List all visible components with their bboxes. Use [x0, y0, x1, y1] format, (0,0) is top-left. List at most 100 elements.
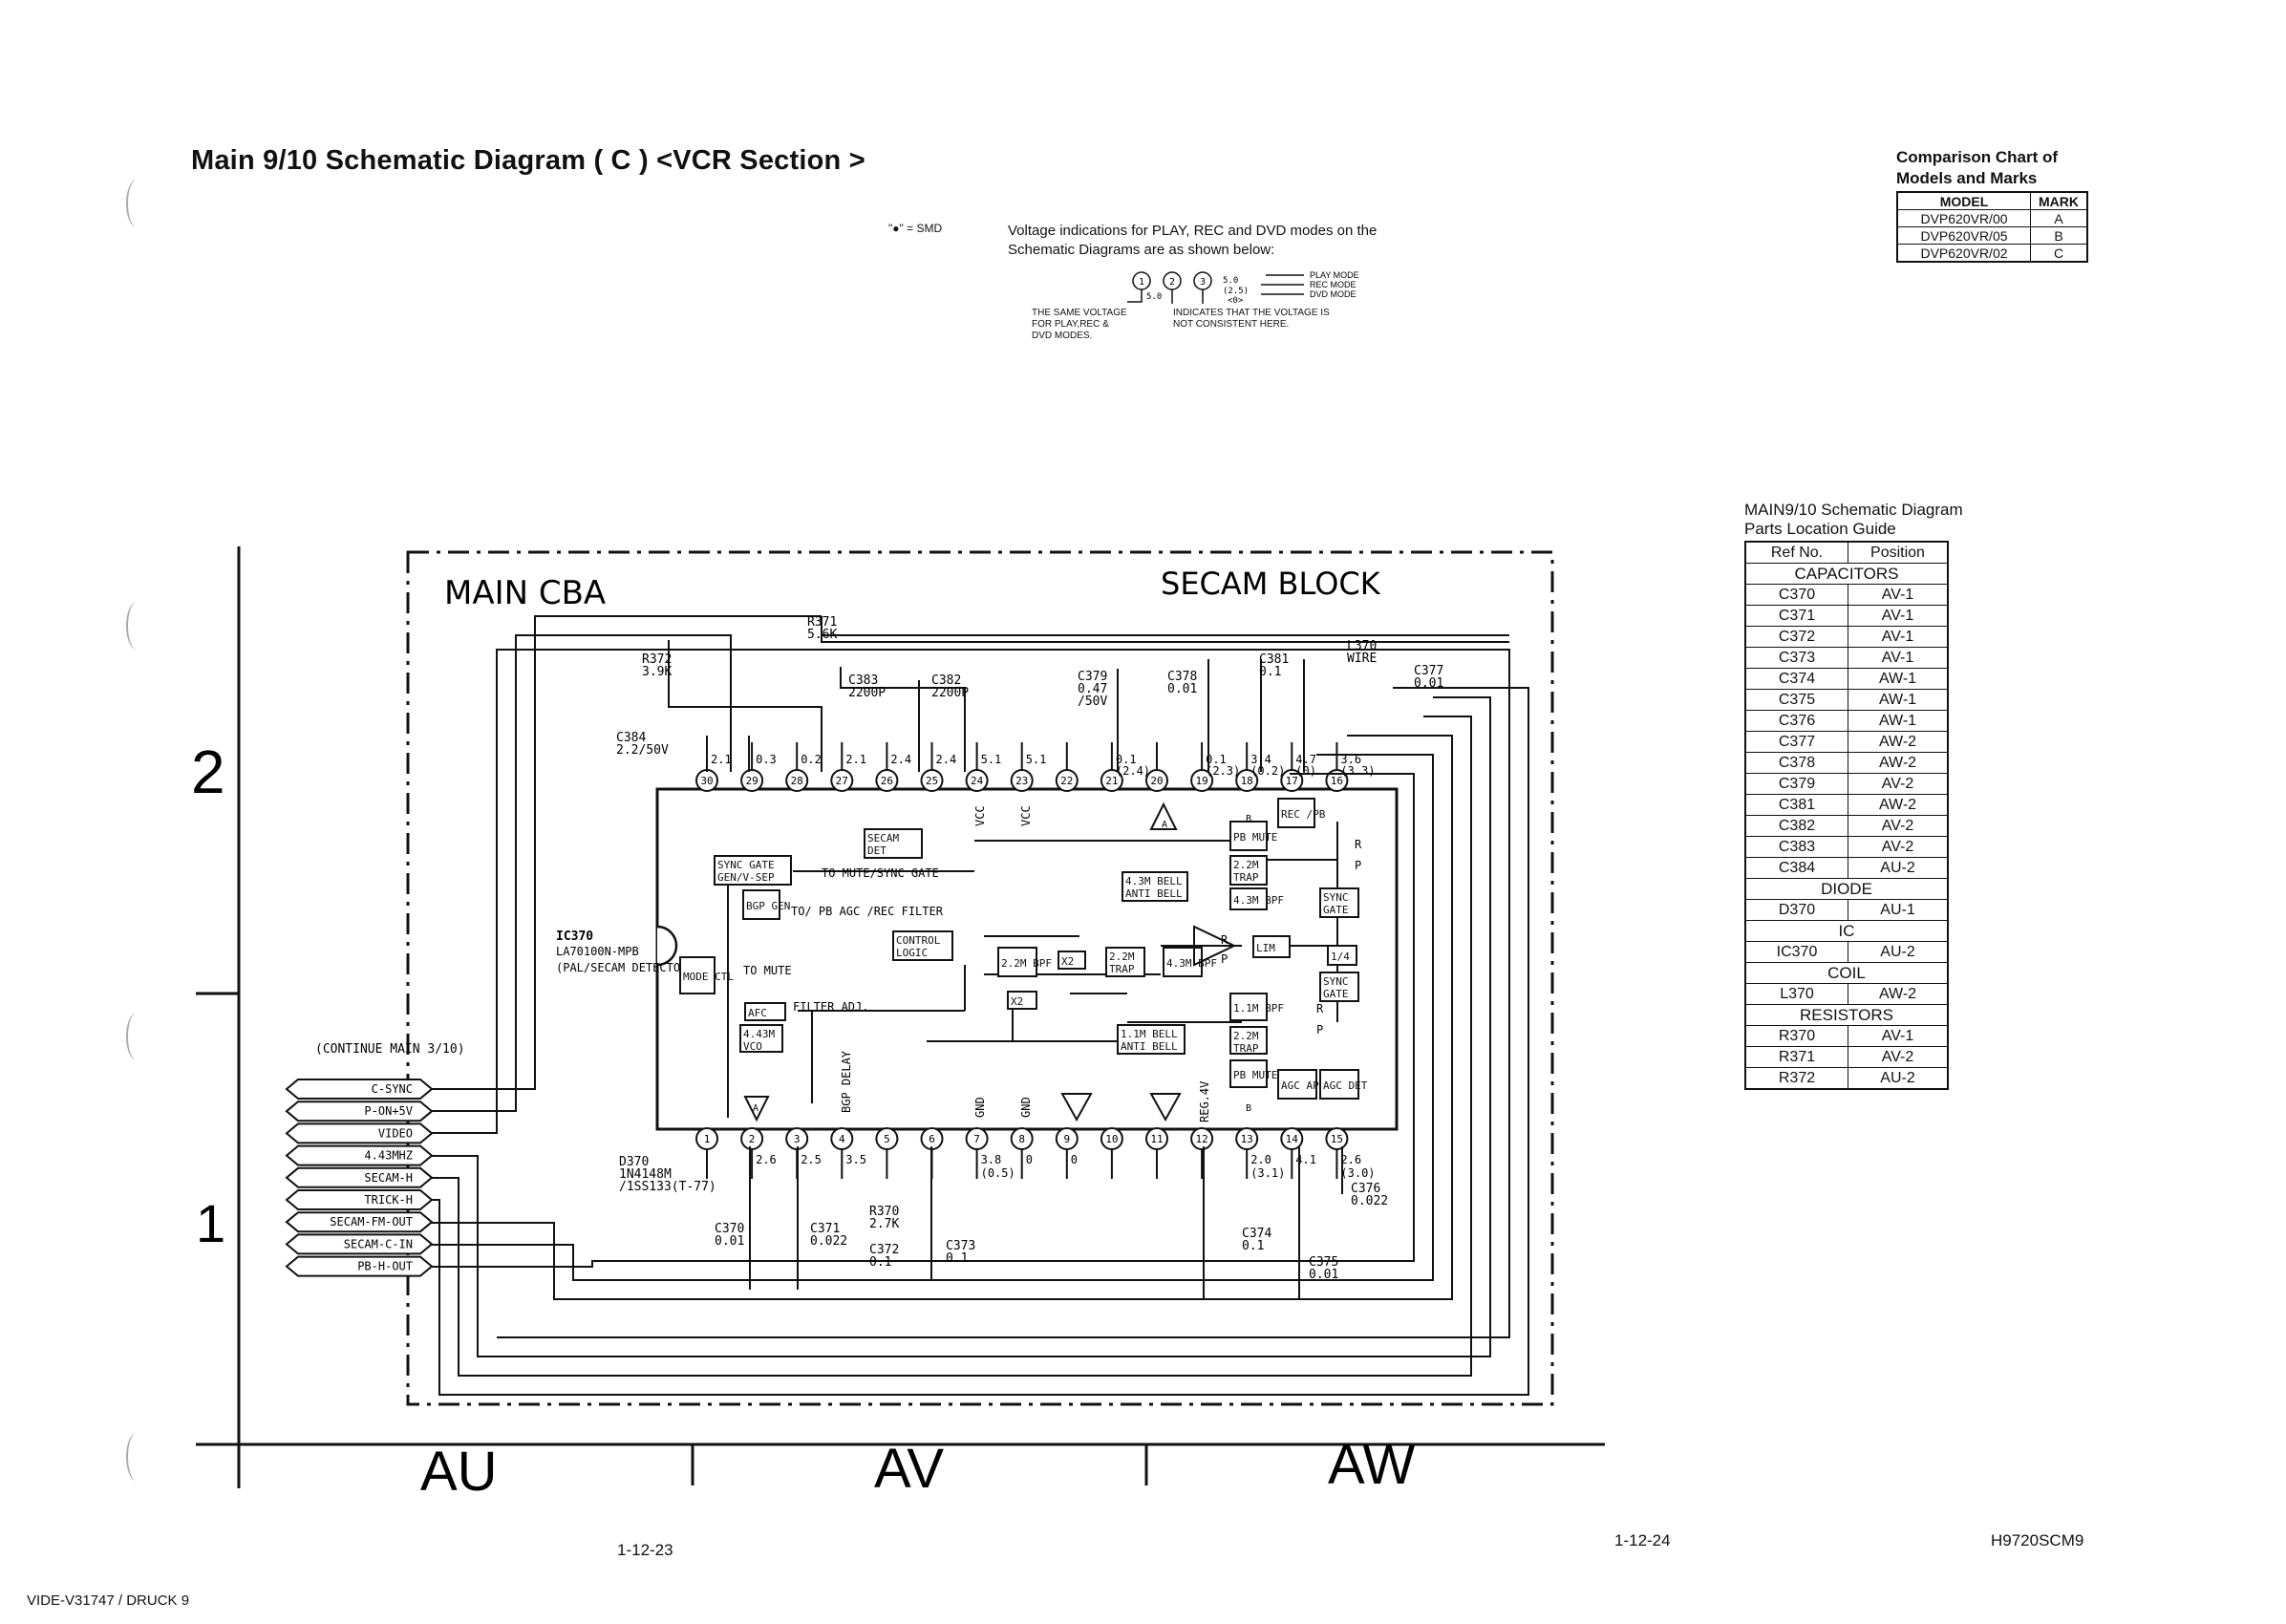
ic-block — [1319, 887, 1359, 918]
grid-row-label: 1 — [196, 1193, 225, 1253]
annotation: TO MUTE/SYNC GATE — [822, 866, 939, 880]
ic-block — [1319, 1069, 1359, 1100]
ic-block-label: 1.1M BPF — [1233, 1002, 1284, 1015]
binder-hole-mark — [126, 180, 147, 227]
annotation: TO MUTE — [743, 964, 792, 977]
pin-voltage: 2.1 — [845, 753, 866, 766]
parts-section-row: CAPACITORS — [1744, 563, 1949, 585]
annotation: TO/ PB AGC /REC FILTER — [791, 905, 944, 918]
ic-block-label: CONTROL — [896, 934, 941, 947]
ic-block — [744, 1002, 786, 1021]
ic-block — [1277, 798, 1315, 828]
component-label: 2200P — [931, 686, 969, 700]
legend-value-3: (2.5) — [1223, 287, 1249, 296]
pin-number: 27 — [836, 775, 848, 787]
binder-hole-mark — [126, 1013, 147, 1060]
pin-number: 19 — [1195, 775, 1207, 787]
connector-signal: P-ON+5V — [364, 1104, 413, 1118]
pin-voltage-alt: (0.2) — [1250, 764, 1285, 778]
component-label: C382 — [931, 673, 961, 688]
component-label: 0.1 — [1259, 665, 1281, 679]
pin-number: 11 — [1150, 1133, 1163, 1145]
connector-pin — [285, 1122, 434, 1144]
connector-pin — [285, 1079, 434, 1100]
connector-pin — [285, 1233, 434, 1255]
component-label: C371 — [810, 1222, 840, 1236]
ic-block-label: PB MUTE — [1233, 1069, 1277, 1081]
annotation: R — [1355, 838, 1362, 851]
pin-number: 2 — [749, 1133, 756, 1145]
drawing-code: H9720SCM9 — [1991, 1531, 2084, 1549]
connector-signal: SECAM-FM-OUT — [330, 1215, 413, 1229]
table-cell: A — [2030, 209, 2088, 227]
component-label: C374 — [1242, 1227, 1271, 1241]
component-label: WIRE — [1347, 652, 1377, 666]
ic-block-label: 2.2M — [1109, 951, 1135, 963]
pin-voltage: 4.7 — [1295, 753, 1316, 766]
annotation: R — [1221, 933, 1228, 947]
annotation: GND — [1019, 1097, 1033, 1118]
block-label: SECAM BLOCK — [1161, 566, 1381, 602]
table-cell: AV-1 — [1848, 605, 1949, 627]
ic-block-label: TRAP — [1233, 871, 1259, 884]
annotation: REG.4V — [1198, 1081, 1211, 1122]
ic-block-label: LOGIC — [896, 947, 928, 959]
connector-signal: C-SYNC — [372, 1082, 413, 1096]
component-label: 0.022 — [810, 1234, 847, 1249]
ic-block — [1058, 951, 1086, 970]
legend-same-voltage: THE SAME VOLTAGE FOR PLAY,REC & DVD MODE… — [1032, 308, 1127, 341]
ic-name: IC370 — [556, 930, 593, 944]
ic-block — [742, 889, 780, 920]
pin-number: 10 — [1105, 1133, 1118, 1145]
ic-block-label: DET — [867, 844, 887, 857]
grid-frame — [196, 546, 1605, 1488]
pin-voltage: 2.6 — [756, 1153, 777, 1166]
connector-signal: 4.43MHZ — [364, 1149, 413, 1163]
ic-block-label: SYNC — [1323, 891, 1349, 904]
pin-voltage: 0.1 — [1116, 753, 1137, 766]
table-cell: C370 — [1744, 584, 1848, 606]
table-cell: AV-1 — [1848, 584, 1949, 606]
ic-block-label: SYNC GATE — [717, 859, 775, 871]
table-cell: R371 — [1744, 1046, 1848, 1068]
voltage-note: Voltage indications for PLAY, REC and DV… — [1008, 222, 1390, 260]
ic-block — [1117, 1024, 1186, 1055]
component-label: C383 — [848, 673, 878, 688]
document-id: VIDE-V31747 / DRUCK 9 — [27, 1592, 190, 1609]
comparison-header-mark: MARK — [2030, 191, 2088, 210]
pin-number: 6 — [929, 1133, 935, 1145]
table-cell: DVP620VR/05 — [1896, 226, 2031, 245]
ic-block — [1007, 991, 1037, 1010]
ic-block-label: AGC APC — [1281, 1079, 1325, 1092]
ic-block-label: GATE — [1323, 988, 1349, 1000]
annotation: B — [1246, 814, 1251, 824]
annotations: TO MUTE/SYNC GATE TO/ PB AGC /REC FILTER… — [743, 805, 1362, 1122]
ic-block-label: VCO — [743, 1040, 762, 1053]
connector-signal: SECAM-C-IN — [344, 1237, 413, 1250]
component-label: 0.47 — [1078, 682, 1107, 696]
table-cell: IC370 — [1744, 941, 1848, 963]
component-label: C384 — [616, 731, 646, 745]
legend-play-mode: PLAY MODE — [1310, 270, 1359, 280]
board-label: MAIN CBA — [444, 574, 606, 612]
connector-signal: SECAM-H — [364, 1171, 413, 1185]
component-label: D370 — [619, 1155, 649, 1169]
ic-block-label: GATE — [1323, 904, 1349, 916]
pin-voltage: 2.4 — [890, 753, 911, 766]
table-cell: AU-2 — [1848, 1067, 1949, 1090]
pin-number: 28 — [791, 775, 803, 787]
component-label: 0.01 — [715, 1234, 744, 1249]
pin-number: 15 — [1331, 1133, 1343, 1145]
ic-desc: (PAL/SECAM DETECTOR) — [556, 961, 694, 974]
pin-voltage: 0.1 — [1206, 753, 1227, 766]
ic-block-label: PB MUTE — [1233, 831, 1277, 844]
ic-block — [1277, 1069, 1317, 1100]
svg-text:2: 2 — [1169, 277, 1175, 288]
table-cell: DVP620VR/02 — [1896, 244, 2031, 263]
pin-number: 13 — [1241, 1133, 1253, 1145]
